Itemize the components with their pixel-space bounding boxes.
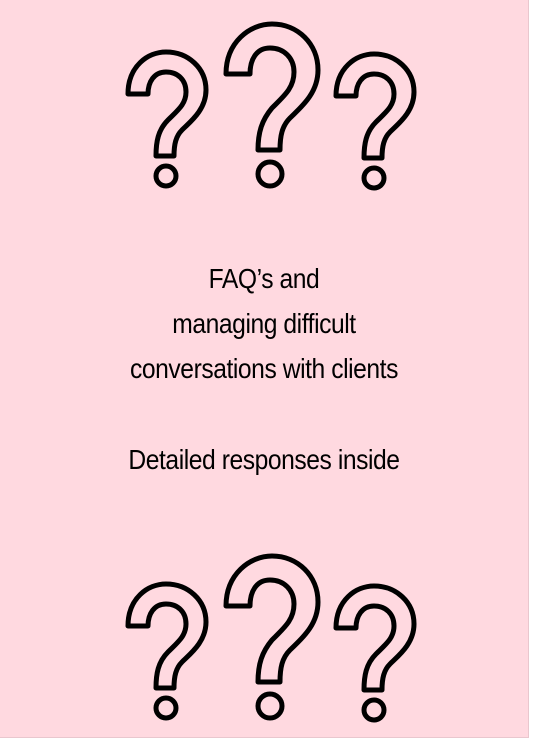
top-question-marks [0,21,528,191]
question-mark-icon [223,553,321,721]
question-mark-icon [223,21,321,189]
cover-title: FAQ’s and managing difficult conversatio… [32,256,497,391]
question-mark-icon [333,51,417,191]
bottom-question-marks [0,553,528,723]
question-mark-icon [125,49,209,189]
title-line-1: FAQ’s and [208,263,320,294]
question-mark-icon [333,583,417,723]
question-mark-icon [125,581,209,721]
title-line-3: conversations with clients [130,353,398,384]
title-line-2: managing difficult [172,308,356,339]
cover-subtitle: Detailed responses inside [128,444,400,475]
